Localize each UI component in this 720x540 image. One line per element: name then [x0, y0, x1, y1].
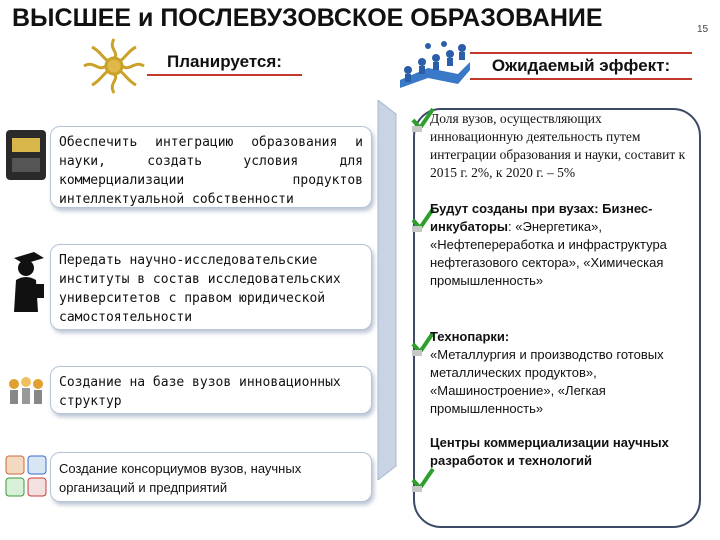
arrow-shape [377, 100, 397, 480]
effect-item-share: Доля вузов, осуществляющих инновационную… [430, 111, 686, 180]
plan-item-text: Создание консорциумов вузов, научных орг… [59, 461, 302, 495]
people-network-icon [400, 41, 470, 88]
golden-ornament-icon [83, 38, 145, 94]
scholar-silhouette-icon [14, 252, 44, 312]
effect-item-body: : «Энергетика», «Нефтепереработка и инфр… [430, 219, 667, 288]
effect-item-incubators: Будут созданы при вузах: Бизнес-инкубато… [430, 200, 692, 290]
plan-item-structures: Создание на базе вузов инновационных стр… [50, 366, 372, 414]
slide-title: ВЫСШЕЕ и ПОСЛЕВУЗОВСКОЕ ОБРАЗОВАНИЕ [12, 4, 603, 32]
expected-effect-panel [413, 108, 701, 528]
plan-item-text: Передать научно-исследовательские инстит… [59, 253, 341, 325]
effect-item-body: «Металлургия и производство готовых мета… [430, 347, 664, 416]
consortium-icons [5, 455, 47, 497]
effect-heading: Ожидаемый эффект: [470, 52, 692, 80]
effect-item-centers: Центры коммерциализации научных разработ… [430, 435, 669, 468]
plan-item-consortia: Создание консорциумов вузов, научных орг… [50, 452, 372, 502]
plan-item-text: Обеспечить интеграцию образования и наук… [59, 135, 363, 207]
plan-item-text: Создание на базе вузов инновационных стр… [59, 375, 341, 409]
typewriter-icon [6, 130, 46, 180]
effect-item-technoparks: Технопарки: «Металлургия и производство г… [430, 328, 692, 418]
effect-item-label: Технопарки: [430, 329, 510, 344]
effect-item-label: Будут созданы при вузах: Бизнес-инкубато… [430, 201, 653, 234]
people-group-icon [9, 377, 43, 404]
plan-item-integration: Обеспечить интеграцию образования и наук… [50, 126, 372, 208]
slide-number: 15 [697, 24, 709, 35]
plan-item-institutes: Передать научно-исследовательские инстит… [50, 244, 372, 330]
check-icon [411, 107, 435, 132]
check-icon [411, 467, 435, 492]
check-icon [411, 331, 435, 356]
check-icon [411, 207, 435, 232]
plan-heading: Планируется: [147, 52, 302, 76]
